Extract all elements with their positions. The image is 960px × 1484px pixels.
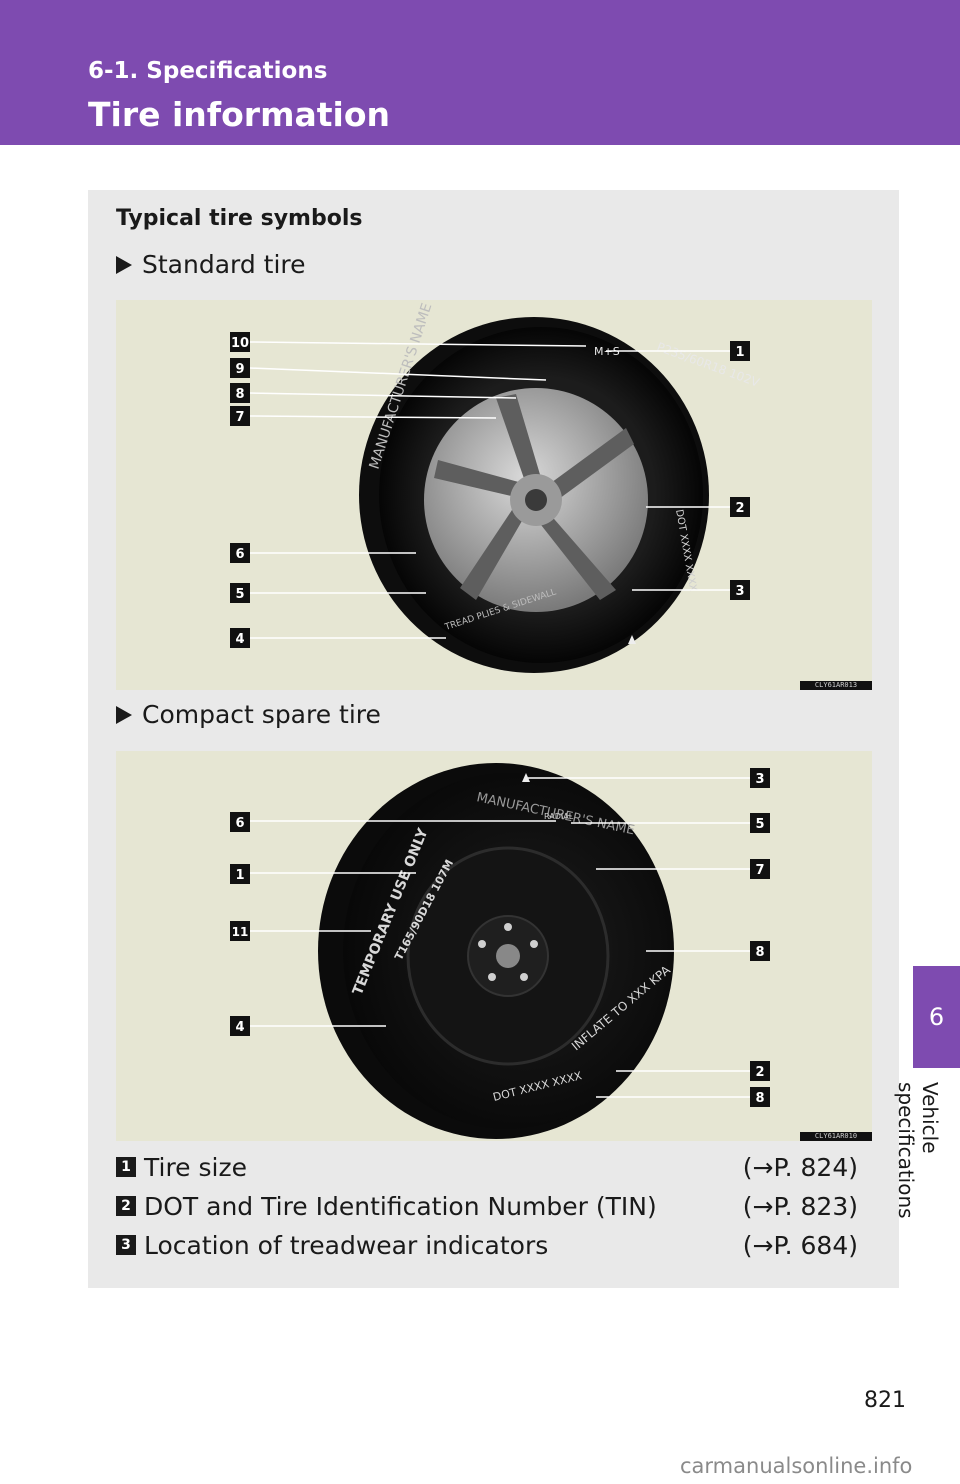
callout-8: 8 xyxy=(235,387,244,402)
page-reference-link[interactable]: (→P. 823) xyxy=(742,1191,858,1221)
standard-tire-figure: P235/60R18 102V M+S DOT XXXX XXXX MANUFA… xyxy=(116,300,872,690)
page-title: Tire information xyxy=(88,95,390,134)
callout-5: 5 xyxy=(755,817,764,832)
treadwear-indicator-icon xyxy=(628,635,636,644)
wheel-spokes xyxy=(434,394,634,600)
callout-2: 2 xyxy=(755,1065,764,1080)
callout-3: 3 xyxy=(755,772,764,787)
radial-text: RADIAL xyxy=(544,812,574,821)
compact-tire-illustration: TEMPORARY USE ONLY T165/90D18 107M MANUF… xyxy=(230,763,770,1139)
callout-3: 3 xyxy=(735,584,744,599)
standard-tire-label: Standard tire xyxy=(142,250,306,279)
watermark: carmanualsonline.info xyxy=(680,1454,913,1478)
legend-item: 1 Tire size (→P. 824) xyxy=(116,1150,858,1184)
legend-item: 2 DOT and Tire Identification Number (TI… xyxy=(116,1189,858,1223)
callout-1: 1 xyxy=(735,345,744,360)
callout-9: 9 xyxy=(235,362,244,377)
chapter-tab-label: Vehicle specifications xyxy=(894,1082,942,1219)
callout-5: 5 xyxy=(235,587,244,602)
callout-1: 1 xyxy=(235,868,244,883)
legend-badge: 2 xyxy=(116,1196,136,1216)
legend-badge: 3 xyxy=(116,1235,136,1255)
page-number: 821 xyxy=(864,1388,906,1413)
callout-badges: 6 1 11 4 3 5 7 8 2 8 xyxy=(230,768,770,1107)
chapter-tab[interactable]: 6 xyxy=(913,966,960,1068)
legend-badge: 1 xyxy=(116,1157,136,1177)
triangle-bullet-icon xyxy=(116,255,132,274)
standard-tire-heading: Standard tire xyxy=(116,250,306,279)
callout-2: 2 xyxy=(735,501,744,516)
content-panel: Typical tire symbols Standard tire xyxy=(88,190,899,1288)
legend-label: Tire size xyxy=(144,1152,247,1182)
page-reference-link[interactable]: (→P. 824) xyxy=(742,1152,858,1182)
hub-logo-icon xyxy=(525,489,547,511)
callout-lines xyxy=(250,777,750,1098)
lug-nuts xyxy=(478,923,538,981)
callout-7: 7 xyxy=(755,863,764,878)
compact-tire-figure: TEMPORARY USE ONLY T165/90D18 107M MANUF… xyxy=(116,751,872,1141)
compact-tire-label: Compact spare tire xyxy=(142,700,381,729)
hub-center-icon xyxy=(496,944,520,968)
panel-subtitle: Typical tire symbols xyxy=(116,206,363,231)
compact-tire-heading: Compact spare tire xyxy=(116,700,381,729)
callout-6: 6 xyxy=(235,816,244,831)
callout-6: 6 xyxy=(235,547,244,562)
figure-code: CLY61AR010 xyxy=(800,1132,872,1141)
callout-4: 4 xyxy=(235,1020,244,1035)
page-header: 6-1. Specifications Tire information xyxy=(0,0,960,145)
section-label: 6-1. Specifications xyxy=(88,58,328,84)
treadwear-indicator-icon xyxy=(522,773,530,782)
callout-badges: 10 9 8 7 6 5 4 1 2 3 xyxy=(230,332,750,648)
page-reference-link[interactable]: (→P. 684) xyxy=(742,1230,858,1260)
callout-8: 8 xyxy=(755,945,764,960)
callout-4: 4 xyxy=(235,632,244,647)
figure-code: CLY61AR013 xyxy=(800,681,872,690)
callout-7: 7 xyxy=(235,410,244,425)
legend-label: DOT and Tire Identification Number (TIN) xyxy=(144,1191,657,1221)
triangle-bullet-icon xyxy=(116,705,132,724)
standard-tire-illustration: P235/60R18 102V M+S DOT XXXX XXXX MANUFA… xyxy=(230,301,762,673)
callout-lines xyxy=(249,341,730,639)
legend-item: 3 Location of treadwear indicators (→P. … xyxy=(116,1228,858,1262)
callout-11: 11 xyxy=(232,925,249,939)
callout-8b: 8 xyxy=(755,1091,764,1106)
callout-10: 10 xyxy=(231,336,249,351)
legend-label: Location of treadwear indicators xyxy=(144,1230,549,1260)
